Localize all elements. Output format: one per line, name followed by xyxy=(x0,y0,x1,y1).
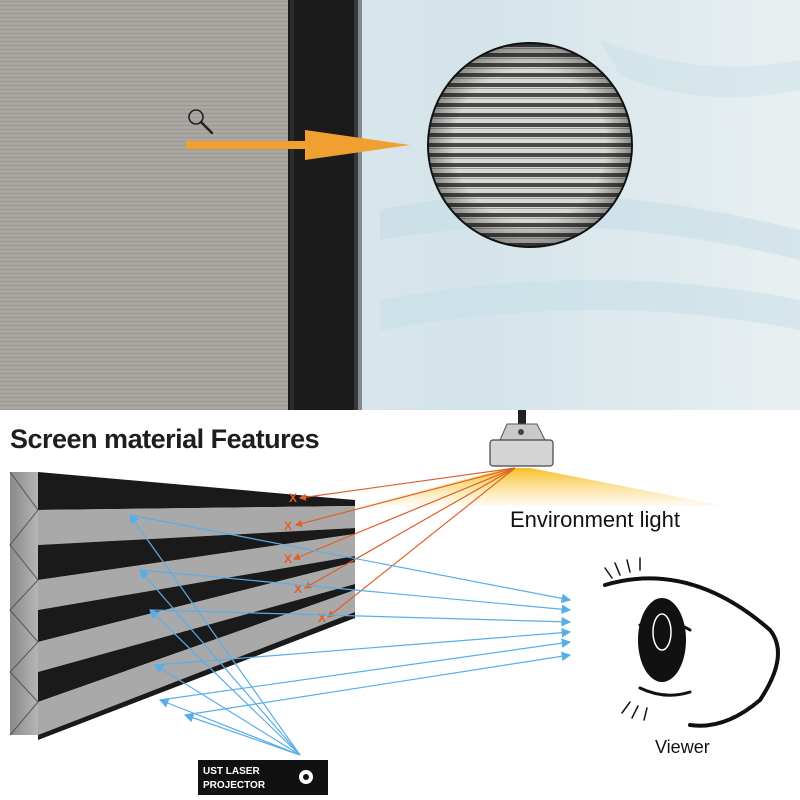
projector-label-line2: PROJECTOR xyxy=(203,780,266,791)
viewer-label: Viewer xyxy=(655,737,710,757)
eye-icon xyxy=(603,557,780,728)
diagram-title: Screen material Features xyxy=(10,424,319,454)
projector-label-line1: UST LASER xyxy=(203,766,260,777)
svg-text:X: X xyxy=(318,611,326,625)
environment-light-rays xyxy=(292,467,516,618)
environment-light-glow xyxy=(345,468,720,510)
fabric-zoom-circle xyxy=(427,42,633,248)
screen-frame xyxy=(288,0,358,410)
screen-closeup-photo xyxy=(0,0,800,410)
ceiling-light-icon xyxy=(489,410,554,467)
screen-material-diagram: Screen material Features X X X X xyxy=(9,410,780,795)
svg-text:X: X xyxy=(289,491,297,505)
svg-text:X: X xyxy=(284,552,292,566)
projector-icon: UST LASER PROJECTOR xyxy=(198,760,328,795)
magnifier-icon xyxy=(188,109,214,135)
screen-material-cross-section xyxy=(9,471,355,740)
svg-text:X: X xyxy=(284,519,292,533)
environment-light-label: Environment light xyxy=(510,507,680,532)
svg-text:X: X xyxy=(294,582,302,596)
rejected-light-marks: X X X X X xyxy=(284,491,326,625)
projector-light-rays xyxy=(129,514,572,756)
screen-fabric xyxy=(0,0,290,410)
zoom-arrow xyxy=(186,130,410,160)
